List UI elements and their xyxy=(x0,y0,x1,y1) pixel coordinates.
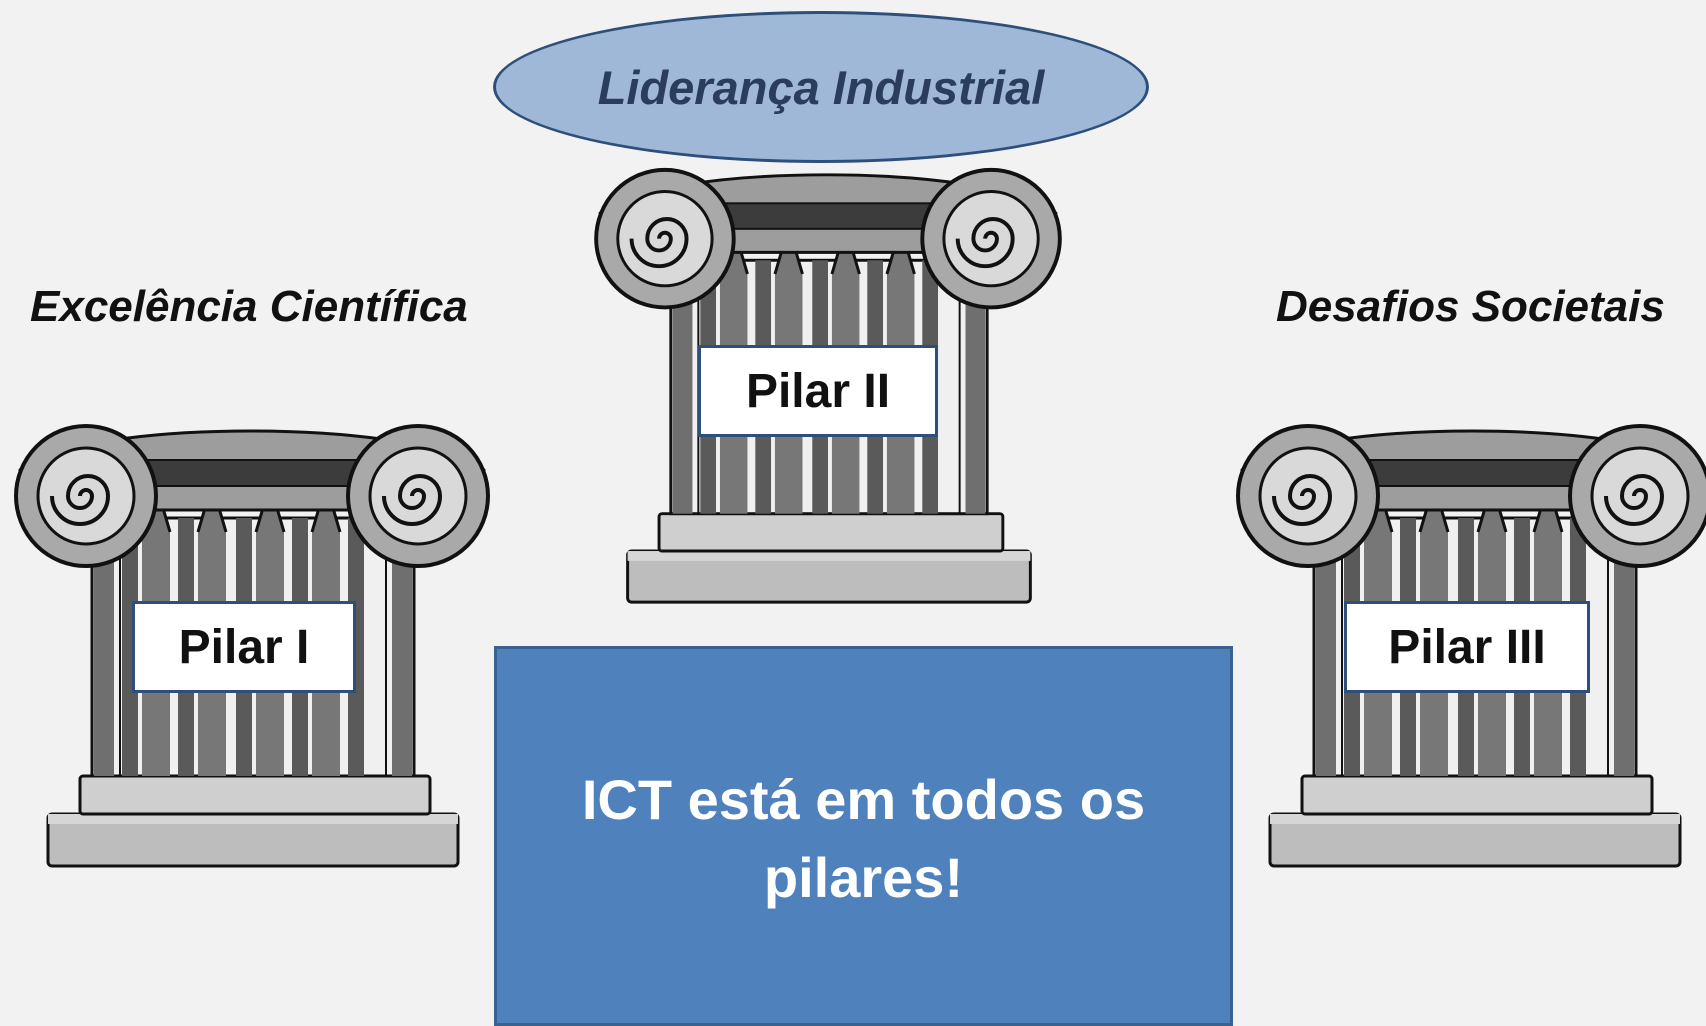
ellipse-label: Liderança Industrial xyxy=(597,60,1045,114)
pillar-label-3: Pilar III xyxy=(1344,601,1590,693)
pillar-heading-right: Desafios Societais xyxy=(1276,282,1665,331)
pillar-heading-left: Excelência Científica xyxy=(30,282,468,331)
pillar-label-1: Pilar I xyxy=(132,601,356,693)
ict-message-line-1: ICT está em todos os xyxy=(581,768,1146,831)
ict-message: ICT está em todos os pilares! xyxy=(497,761,1230,917)
ict-message-line-2: pilares! xyxy=(763,846,964,909)
ict-message-box: ICT está em todos os pilares! xyxy=(494,646,1233,1026)
pillar-label-2: Pilar II xyxy=(698,345,938,437)
liderança-industrial-ellipse: Liderança Industrial xyxy=(493,11,1149,163)
